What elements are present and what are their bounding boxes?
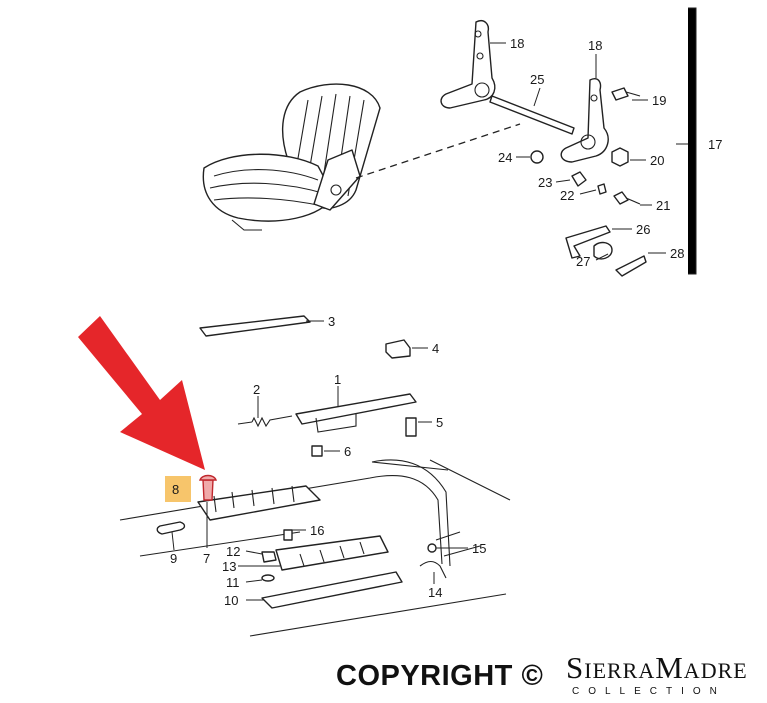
part-label-4: 4 (432, 341, 439, 356)
part-label-22: 22 (560, 188, 574, 203)
part-label-15: 15 (472, 541, 486, 556)
brand-logo-text: SierraMadre (566, 650, 748, 685)
seat-to-frame-dashed-line (355, 123, 521, 179)
part-label-1: 1 (334, 372, 341, 387)
brand-logo-subtitle: COLLECTION (572, 686, 726, 697)
part-label-17: 17 (708, 137, 722, 152)
leader-lines (171, 42, 688, 601)
part-label-14: 14 (428, 585, 442, 600)
part-label-28: 28 (670, 246, 684, 261)
part-label-7: 7 (203, 551, 210, 566)
part-label-11: 11 (226, 575, 240, 590)
part-label-21: 21 (656, 198, 670, 213)
part-labels: 18 18 25 19 17 24 20 23 22 21 26 28 27 3… (170, 36, 722, 608)
group-bracket-17 (688, 7, 697, 275)
part-label-25: 25 (530, 72, 544, 87)
part-label-12: 12 (226, 544, 240, 559)
part-label-18b: 18 (588, 38, 602, 53)
highlight-arrow (78, 316, 205, 470)
part-label-26: 26 (636, 222, 650, 237)
part-label-18a: 18 (510, 36, 524, 51)
part-label-6: 6 (344, 444, 351, 459)
part-label-10: 10 (224, 593, 238, 608)
part-label-24: 24 (498, 150, 512, 165)
part-label-13: 13 (222, 559, 236, 574)
part-label-9: 9 (170, 551, 177, 566)
copyright-notice: COPYRIGHT © (336, 660, 544, 692)
part-label-16: 16 (310, 523, 324, 538)
part-label-19: 19 (652, 93, 666, 108)
part-label-8: 8 (172, 482, 179, 497)
recliner-frame-group (440, 20, 647, 277)
part-label-20: 20 (650, 153, 664, 168)
seat-illustration (202, 83, 381, 231)
part-8-highlight-box (165, 476, 191, 502)
part-label-23: 23 (538, 175, 552, 190)
part-label-3: 3 (328, 314, 335, 329)
seat-rail-assembly (119, 315, 511, 637)
part-label-27: 27 (576, 254, 590, 269)
part-label-2: 2 (253, 382, 260, 397)
part-label-5: 5 (436, 415, 443, 430)
